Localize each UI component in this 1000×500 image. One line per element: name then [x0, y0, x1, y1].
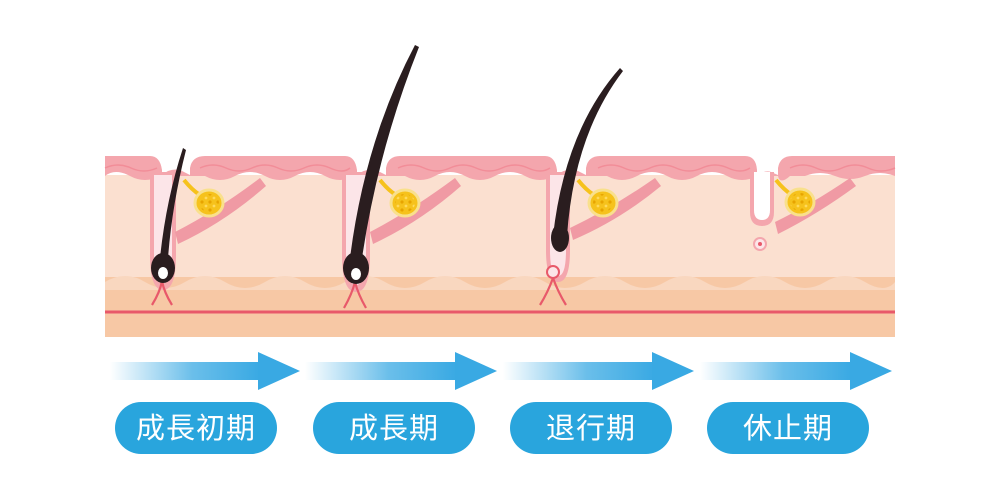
bulb-center: [158, 267, 168, 279]
gland-texture: [199, 194, 219, 212]
stage-label-early-anagen: 成長初期: [115, 402, 277, 454]
follicle-catagen: [539, 68, 661, 306]
stage-label-telogen: 休止期: [707, 402, 869, 454]
arrow-4: [700, 352, 892, 390]
arrector-pili-muscle: [775, 178, 856, 234]
hair-shaft: [160, 148, 186, 258]
arrow-1: [110, 352, 300, 390]
gland-texture: [395, 194, 415, 212]
stage-label-anagen: 成長期: [313, 402, 475, 454]
bulb-center: [351, 268, 361, 280]
papilla-ring: [546, 265, 560, 279]
stage-label-catagen: 退行期: [510, 402, 672, 454]
hair-shaft: [553, 68, 623, 236]
gland-texture: [790, 193, 810, 211]
arrow-2: [305, 352, 497, 390]
follicle-pit-inner: [754, 172, 770, 220]
papilla-dot: [758, 242, 762, 246]
follicle-anagen: [342, 45, 461, 309]
follicle-early-anagen: [150, 148, 266, 306]
progression-arrows: [110, 352, 892, 390]
epidermis-wave: [104, 164, 896, 172]
gland-texture: [593, 194, 613, 212]
hair-shaft: [350, 45, 419, 258]
dermis-boundary: [105, 276, 895, 290]
follicle-telogen: [750, 172, 856, 251]
arrow-3: [503, 352, 694, 390]
